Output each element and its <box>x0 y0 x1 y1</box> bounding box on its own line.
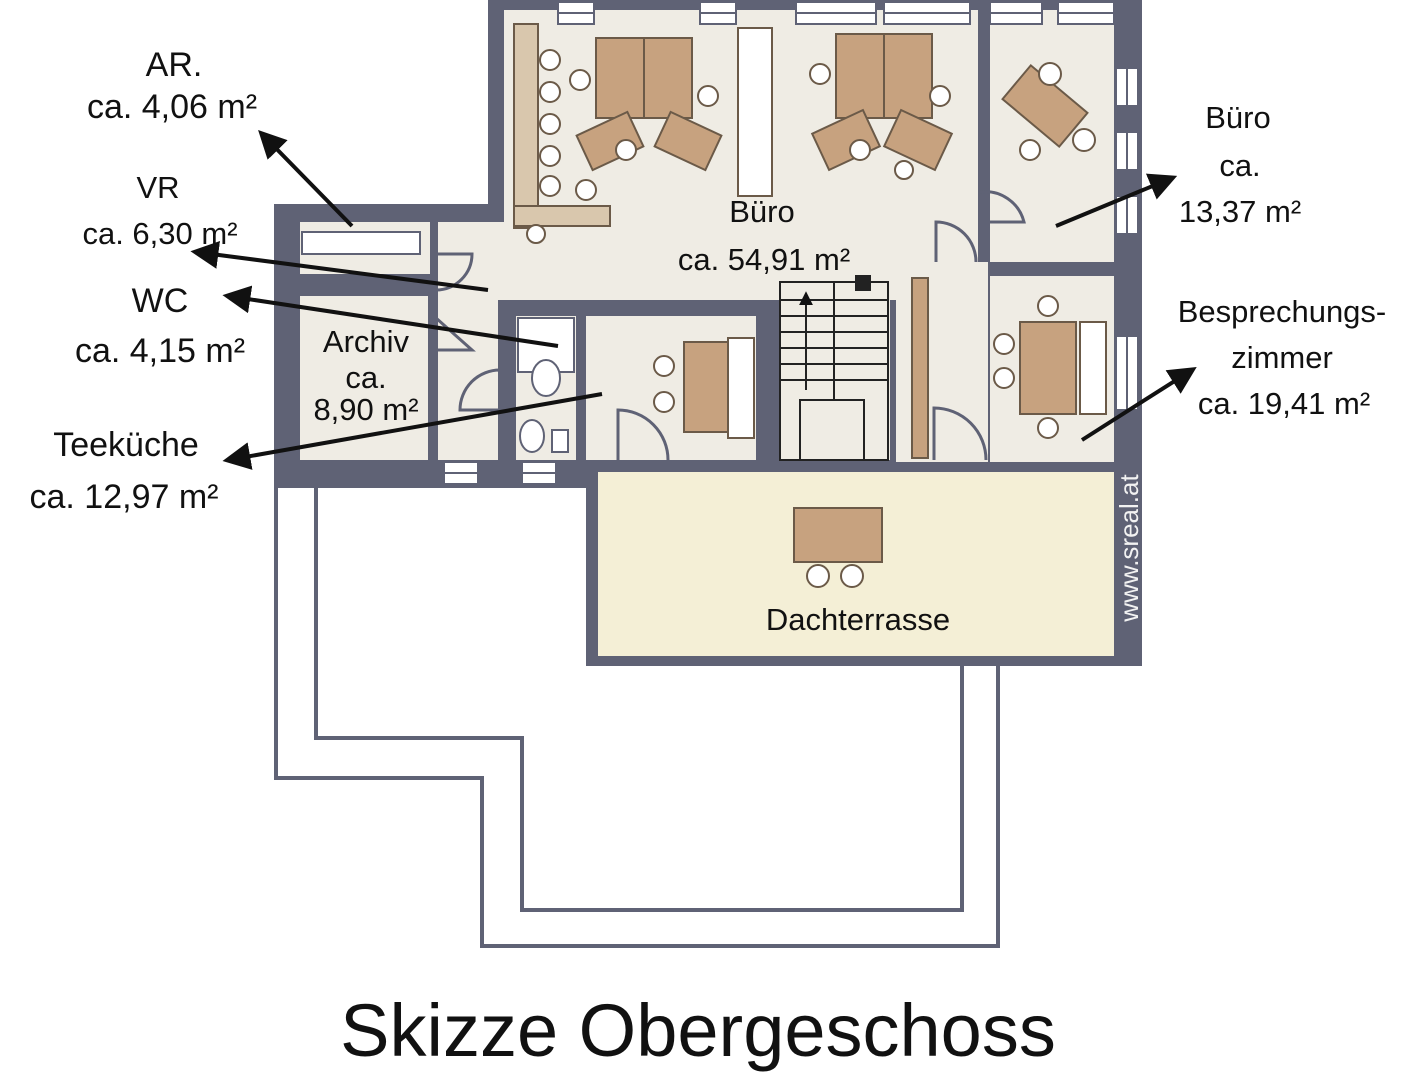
furniture-meeting-room <box>993 295 1107 439</box>
wc-name-label: WC <box>132 282 189 320</box>
terrace-outline <box>274 486 1000 948</box>
ar-shelf <box>301 231 421 255</box>
besprechung-area-label: ca. 19,41 m² <box>1198 386 1370 421</box>
vr-area-label: ca. 6,30 m² <box>82 216 237 251</box>
besprechung-name-label-1: Besprechungs- <box>1178 294 1387 329</box>
ar-name-label: AR. <box>146 46 203 84</box>
buero-small-name-label: Büro <box>1205 100 1270 135</box>
window-mullions <box>444 12 1128 474</box>
furniture-terrace <box>793 507 883 588</box>
teekueche-name-label: Teeküche <box>53 426 199 464</box>
corridor-cabinet <box>911 277 929 459</box>
wc-fixtures <box>517 317 575 453</box>
vr-name-label: VR <box>136 170 179 205</box>
archiv-area-label: 8,90 m² <box>313 392 418 427</box>
buero-main-area-label: ca. 54,91 m² <box>678 242 850 277</box>
buero-small-ca-label: ca. <box>1219 148 1260 183</box>
corridor-floor <box>896 262 988 462</box>
furniture-small-office <box>1001 62 1096 161</box>
page-title: Skizze Obergeschoss <box>340 989 1056 1072</box>
buero-small-area-label: 13,37 m² <box>1179 194 1301 229</box>
buero-main-name-label: Büro <box>729 194 794 229</box>
label-pointers <box>190 129 1197 470</box>
dachterrasse-floor <box>598 472 1114 656</box>
besprechung-name-label-2: zimmer <box>1231 340 1333 375</box>
watermark: www.sreal.at <box>1114 474 1144 623</box>
archiv-ca-label: ca. <box>345 360 386 395</box>
ar-area-label: ca. 4,06 m² <box>87 88 257 126</box>
furniture-main-office <box>513 23 954 244</box>
teekueche-area-label: ca. 12,97 m² <box>30 478 219 516</box>
archiv-name-label: Archiv <box>323 324 410 359</box>
vr-floor <box>438 300 498 460</box>
wc-area-label: ca. 4,15 m² <box>75 332 245 370</box>
furniture-teekueche <box>653 337 755 439</box>
dachterrasse-label: Dachterrasse <box>766 602 950 637</box>
staircase <box>779 275 889 461</box>
